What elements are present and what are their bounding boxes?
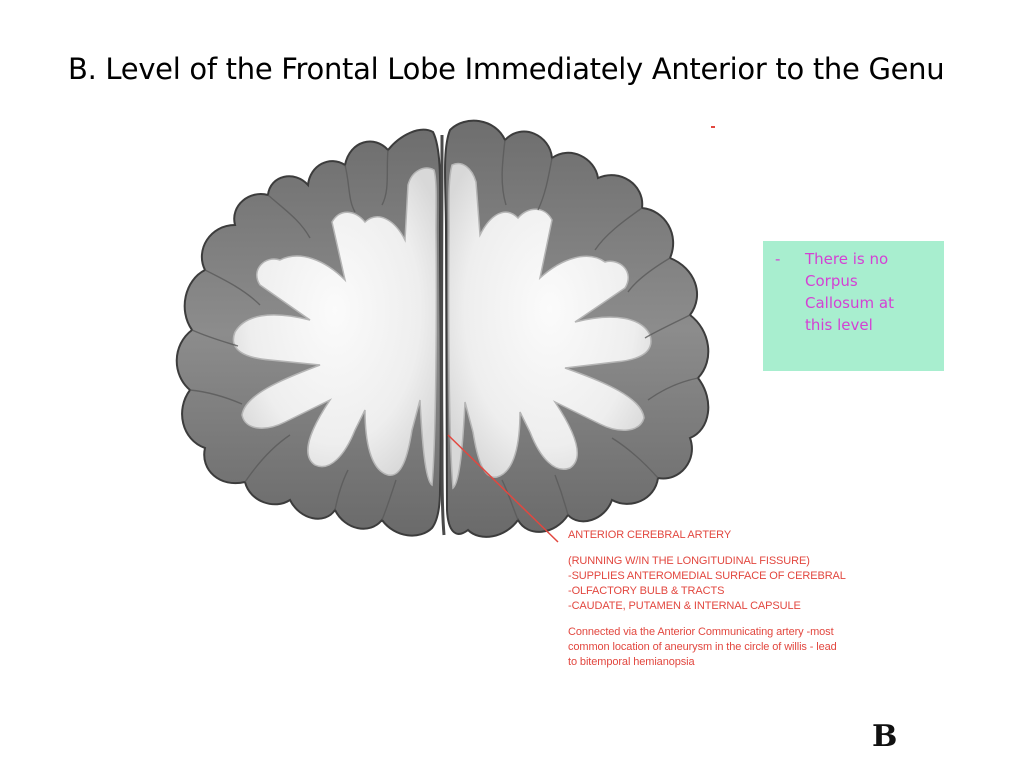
slide-title: B. Level of the Frontal Lobe Immediately… xyxy=(68,52,945,86)
artery-annotation: ANTERIOR CEREBRAL ARTERY (RUNNING W/IN T… xyxy=(568,528,908,670)
annotation-line: -SUPPLIES ANTEROMEDIAL SURFACE OF CEREBR… xyxy=(568,570,846,582)
annotation-line: -OLFACTORY BULB & TRACTS xyxy=(568,585,725,597)
annotation-footnote-line: common location of aneurysm in the circl… xyxy=(568,641,837,653)
brain-coronal-section-image xyxy=(175,119,710,543)
note-bullet-dash: - xyxy=(775,250,781,268)
red-mark xyxy=(711,126,715,128)
annotation-footnote-line: Connected via the Anterior Communicating… xyxy=(568,626,834,638)
annotation-heading: ANTERIOR CEREBRAL ARTERY xyxy=(568,529,732,541)
figure-letter: B xyxy=(872,719,898,754)
artery-pointer-line xyxy=(447,434,559,543)
annotation-footnote-line: to bitemporal hemianopsia xyxy=(568,656,695,668)
right-white-matter xyxy=(447,162,652,490)
note-text: There is no Corpus Callosum at this leve… xyxy=(805,250,894,334)
longitudinal-fissure xyxy=(440,134,446,536)
annotation-line: -CAUDATE, PUTAMEN & INTERNAL CAPSULE xyxy=(568,600,801,612)
annotation-line: (RUNNING W/IN THE LONGITUDINAL FISSURE) xyxy=(568,555,810,567)
note-bullet-item: - There is no Corpus Callosum at this le… xyxy=(775,248,934,336)
note-box: - There is no Corpus Callosum at this le… xyxy=(763,241,944,371)
sulci xyxy=(189,139,699,521)
left-white-matter xyxy=(232,167,438,487)
